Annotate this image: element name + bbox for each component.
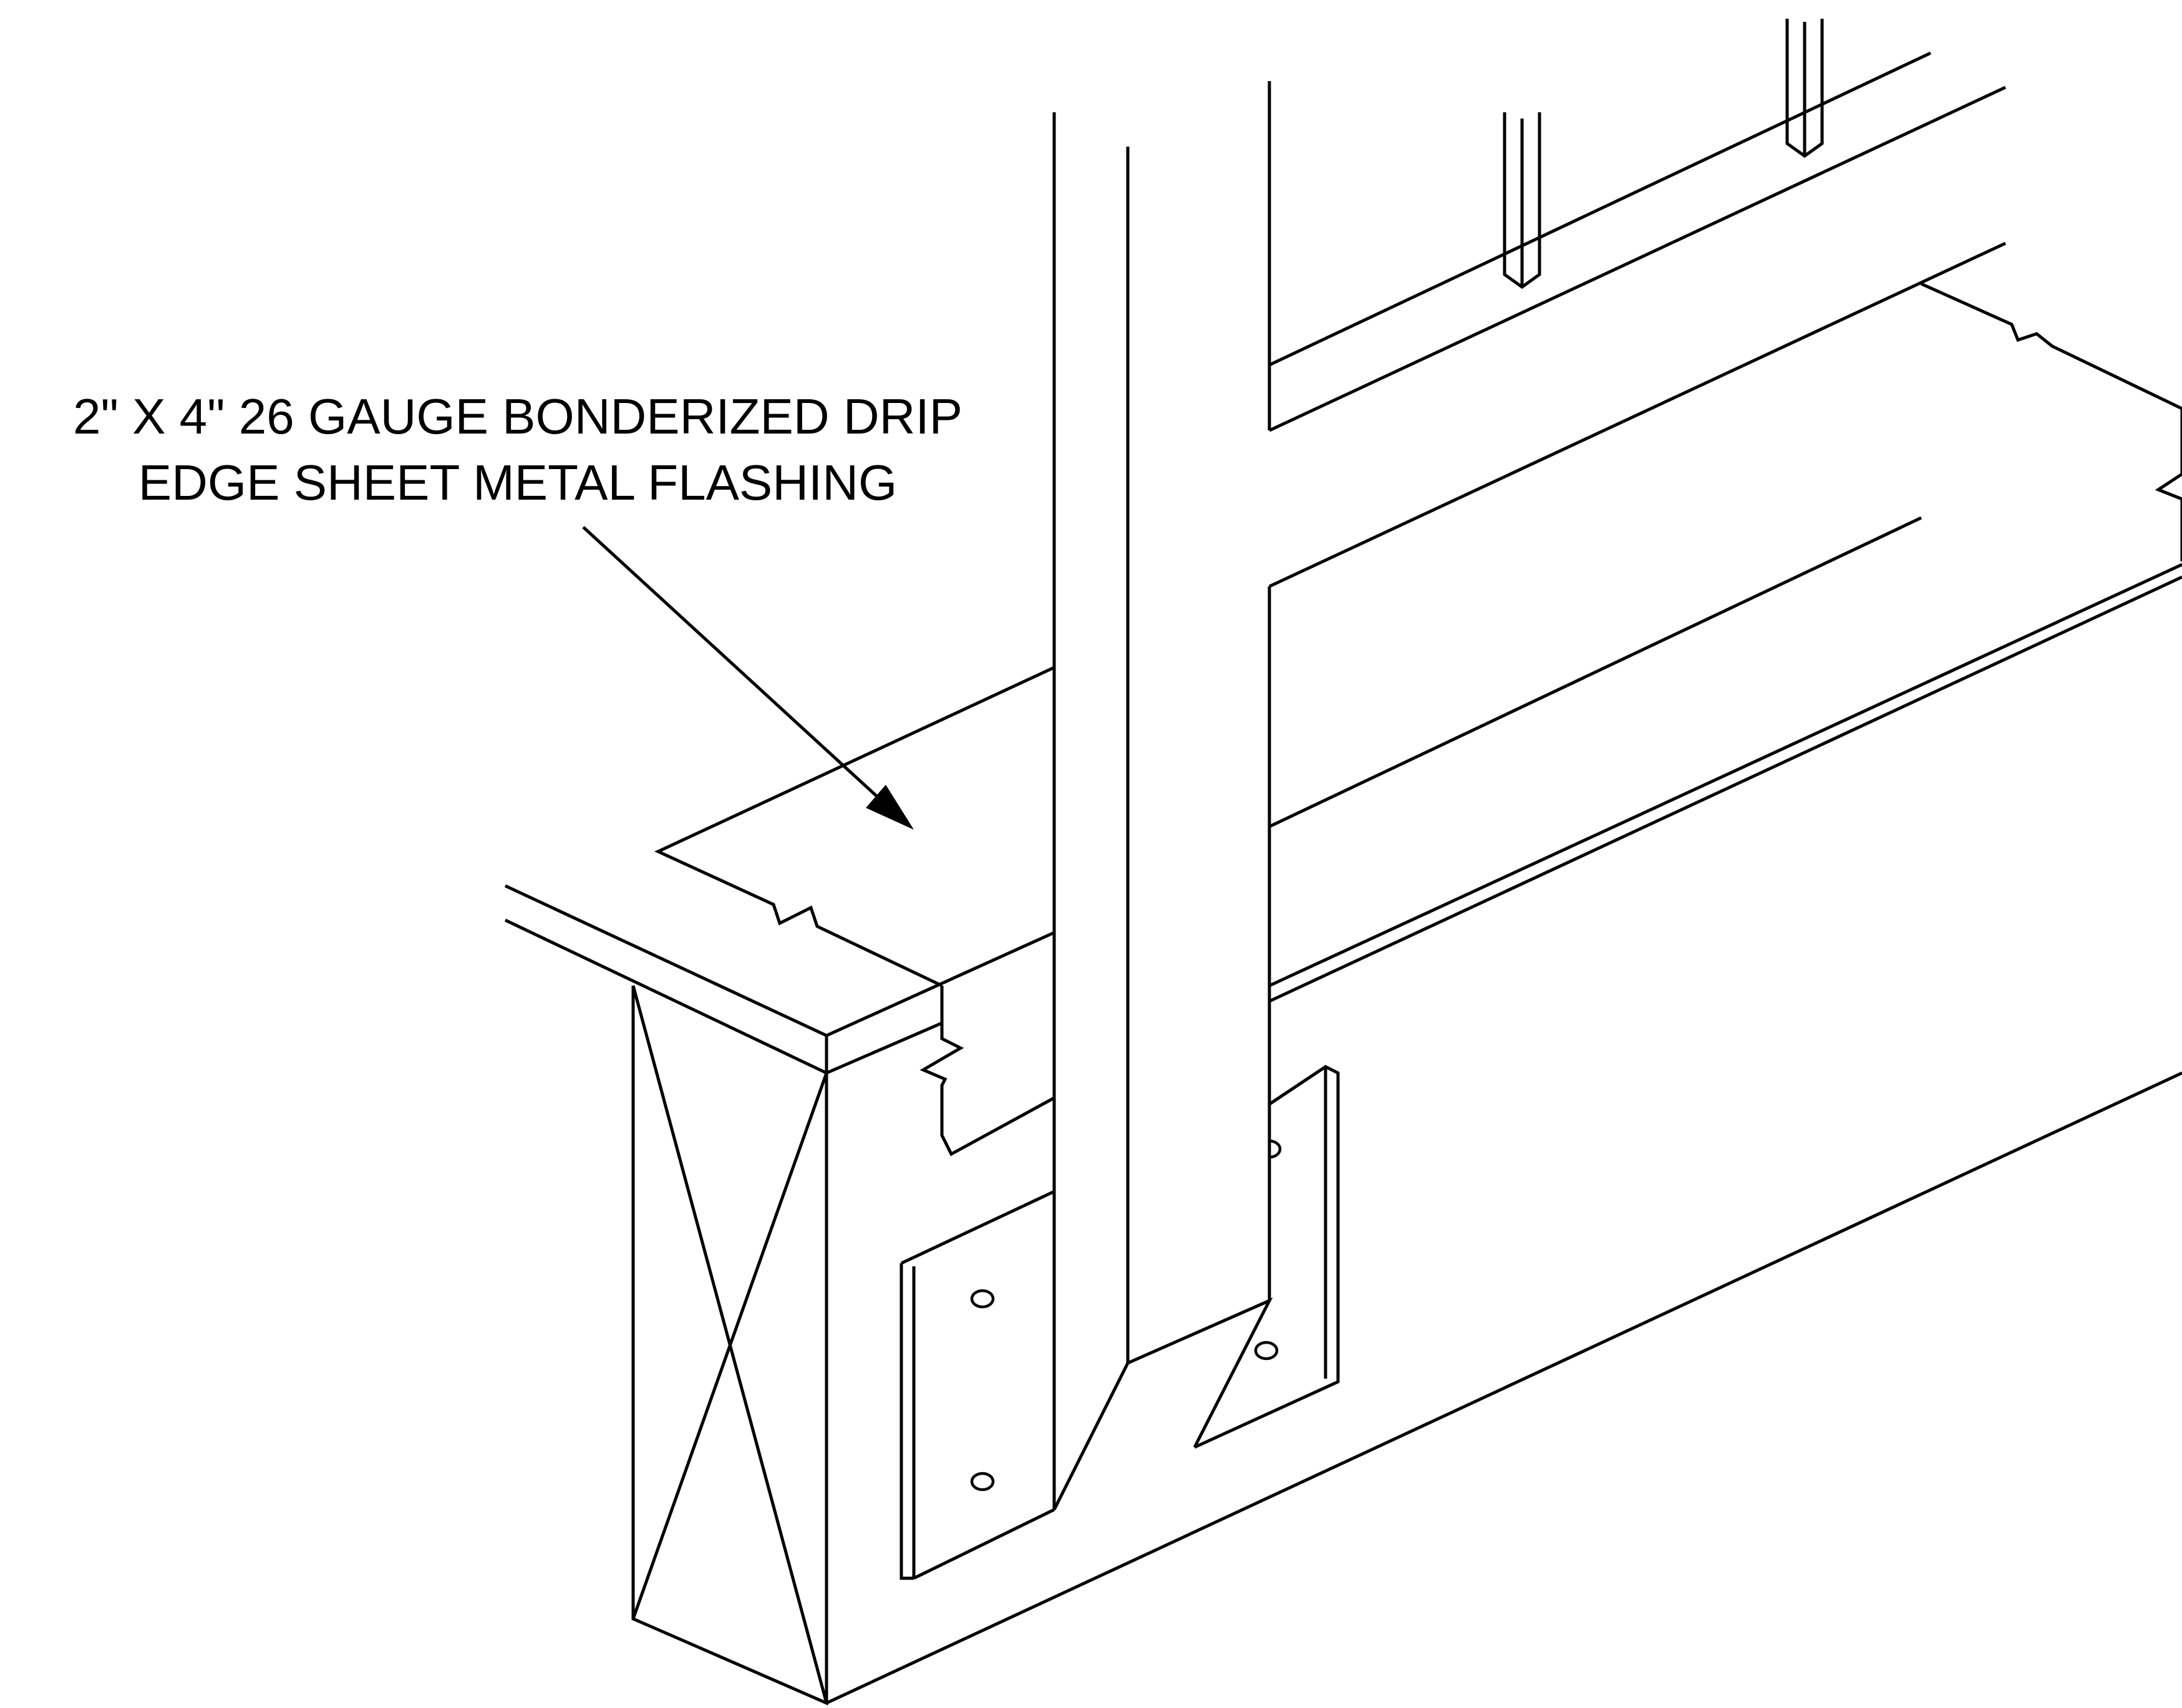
callout-leader-arrow <box>582 526 914 830</box>
callout-label-line2: EDGE SHEET METAL FLASHING <box>138 455 898 510</box>
bolt-hole <box>1254 1341 1279 1361</box>
baluster-right <box>1785 19 1824 158</box>
baluster-left <box>1503 112 1541 289</box>
drip-edge-flashing <box>504 666 1055 1157</box>
post-bracket <box>899 1065 1340 1580</box>
upper-rail <box>1268 51 2007 588</box>
beam-end-section <box>631 985 828 1706</box>
main-beam <box>825 282 2182 1705</box>
bolt-hole <box>970 1289 995 1309</box>
callout-label-line1: 2" X 4" 26 GAUGE BONDERIZED DRIP <box>72 389 963 444</box>
bolt-hole <box>970 1472 995 1492</box>
bolt-hole <box>1269 1139 1282 1159</box>
vertical-post <box>1052 81 1273 1511</box>
